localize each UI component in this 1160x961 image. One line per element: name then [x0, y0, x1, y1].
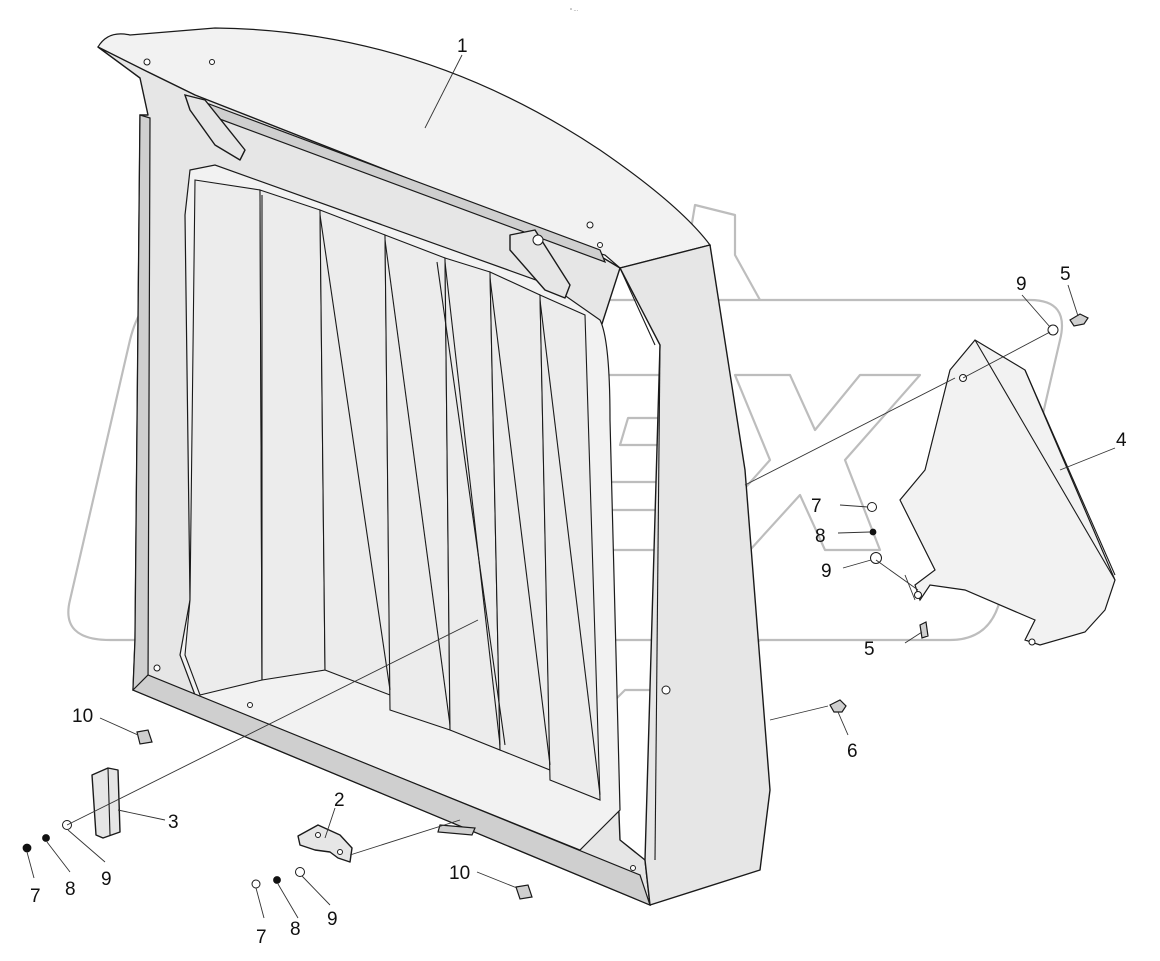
rubber-pads: [136, 729, 533, 900]
callout-1: 1: [457, 36, 468, 57]
callout-9-left: 9: [101, 869, 112, 890]
callout-4: 4: [1116, 430, 1127, 451]
callout-7-left: 7: [30, 886, 41, 907]
header-tiny-text: ° ···: [570, 8, 579, 14]
side-bracket: [899, 339, 1116, 646]
leader-lines: [26, 54, 1116, 919]
callout-5-top: 5: [1060, 264, 1071, 285]
callout-6: 6: [847, 741, 858, 762]
callout-8-left: 8: [65, 879, 76, 900]
callout-7-mid: 7: [256, 927, 267, 948]
callout-9-mid: 9: [327, 909, 338, 930]
callout-5-mid: 5: [864, 639, 875, 660]
small-plate: [91, 767, 121, 839]
callout-10-mid: 10: [449, 863, 470, 884]
callout-2: 2: [334, 790, 345, 811]
callout-9-top: 9: [1016, 274, 1027, 295]
callout-8-mid: 8: [290, 919, 301, 940]
callout-9-right: 9: [821, 561, 832, 582]
callout-10-left: 10: [72, 706, 93, 727]
callout-8-right: 8: [815, 526, 826, 547]
fasteners: [22, 313, 1089, 889]
latch: [297, 824, 353, 863]
callout-7-right: 7: [811, 496, 822, 517]
callout-labels: 1 2 3 4 5 5 6 7 7 7 8 8 8 9 9 9 9 10 10: [30, 36, 1127, 948]
callout-3: 3: [168, 812, 179, 833]
grille-frame: [97, 27, 771, 907]
